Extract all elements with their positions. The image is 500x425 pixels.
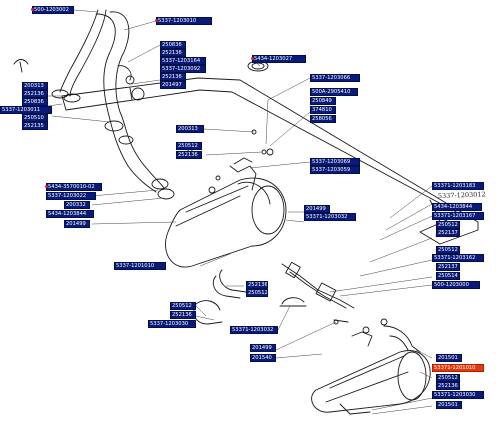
part-label-l18[interactable]: 250849	[310, 97, 336, 105]
hanger-clamp	[212, 275, 241, 299]
marker-dot	[45, 185, 48, 188]
part-label-l50[interactable]: 201499	[250, 344, 276, 352]
muffler-1	[165, 177, 287, 268]
connecting-pipe	[281, 263, 355, 309]
part-label-l31[interactable]: 201499	[304, 205, 330, 213]
part-label-l17[interactable]: 500А-2905410	[310, 88, 358, 96]
part-label-l32[interactable]: 53371-1203032	[304, 213, 356, 221]
part-label-l22[interactable]: 250512	[176, 142, 202, 150]
part-label-l21[interactable]: 200313	[176, 125, 204, 133]
part-label-l8[interactable]: 201497	[160, 81, 186, 89]
part-label-l37[interactable]: 252137	[436, 229, 460, 237]
part-label-l12[interactable]: 250836	[22, 98, 48, 106]
part-label-l57[interactable]: 201501	[436, 401, 462, 409]
marker-dot	[251, 57, 254, 60]
marker-dot	[31, 8, 34, 11]
part-label-l48[interactable]: 5337-1203030	[148, 320, 196, 328]
part-label-l29[interactable]: 5434-1203844	[46, 210, 94, 218]
part-label-l27[interactable]: 5337-1203022	[46, 192, 96, 200]
leader-lines	[47, 9, 433, 415]
part-label-l24[interactable]: 5337-1203069	[310, 158, 360, 166]
part-label-l6[interactable]: 5337-1203092	[160, 65, 206, 73]
muffler-2	[311, 350, 431, 413]
part-label-l49[interactable]: 53371-1203032	[230, 326, 278, 334]
marker-dot	[155, 19, 158, 22]
part-label-l4[interactable]: 252136	[160, 49, 186, 57]
part-label-l9[interactable]: 5434-1203027	[252, 55, 306, 63]
part-label-l33[interactable]: 53371-1203183	[432, 182, 484, 190]
part-label-l28[interactable]: 200332	[64, 201, 90, 209]
exhaust-downpipe-1	[109, 11, 165, 189]
part-label-l53[interactable]: 53371-1201010	[432, 364, 484, 372]
part-label-l2[interactable]: 5337-1203010	[156, 17, 212, 25]
part-label-l26[interactable]: 5434-3570010-02	[46, 183, 102, 191]
part-label-l23[interactable]: 252136	[176, 151, 202, 159]
part-label-l36[interactable]: 250512	[436, 221, 460, 229]
part-label-l38[interactable]: 5337-1201010	[114, 262, 166, 270]
part-label-l11[interactable]: 252136	[22, 90, 48, 98]
part-label-l46[interactable]: 250512	[170, 302, 196, 310]
part-label-l41[interactable]: 252137	[436, 263, 460, 271]
part-label-l20[interactable]: 258056	[310, 115, 336, 123]
part-label-l15[interactable]: 252135	[22, 122, 48, 130]
part-number-stamp: 5337-1203012	[438, 190, 486, 200]
part-label-l42[interactable]: 250514	[436, 272, 460, 280]
part-label-l44[interactable]: 252136	[246, 281, 268, 289]
part-label-l55[interactable]: 252136	[436, 382, 460, 390]
part-label-l1[interactable]: 500-1203002	[32, 6, 74, 14]
part-label-l39[interactable]: 250512	[436, 246, 460, 254]
part-label-l45[interactable]: 250512	[246, 289, 268, 297]
part-label-l40[interactable]: 53371-1203162	[432, 254, 484, 262]
part-label-l47[interactable]: 252136	[170, 311, 196, 319]
part-label-l7[interactable]: 252136	[160, 73, 186, 81]
part-label-l5[interactable]: 5337-1203164	[160, 57, 206, 65]
frame-panel	[61, 77, 479, 245]
part-label-l56[interactable]: 53371-1203030	[432, 391, 484, 399]
part-label-l13[interactable]: 5337-1203011	[0, 106, 52, 114]
exhaust-downpipe-2	[95, 13, 157, 193]
part-label-l30[interactable]: 201499	[64, 220, 90, 228]
part-label-l25[interactable]: 5337-1203059	[310, 166, 360, 174]
part-label-l16[interactable]: 5337-1203066	[310, 74, 360, 82]
part-label-l54[interactable]: 250512	[436, 374, 460, 382]
part-label-l43[interactable]: 500-1203000	[432, 281, 480, 289]
part-label-l10[interactable]: 200313	[22, 82, 48, 90]
part-label-l14[interactable]: 250510	[22, 114, 48, 122]
part-label-l19[interactable]: 374810	[310, 106, 336, 114]
part-label-l3[interactable]: 250836	[160, 41, 186, 49]
part-label-l51[interactable]: 201540	[250, 354, 276, 362]
part-label-l52[interactable]: 201501	[436, 354, 462, 362]
part-label-l35[interactable]: 53371-1203167	[432, 212, 484, 220]
part-label-l34[interactable]: 5434-1203844	[432, 203, 482, 211]
